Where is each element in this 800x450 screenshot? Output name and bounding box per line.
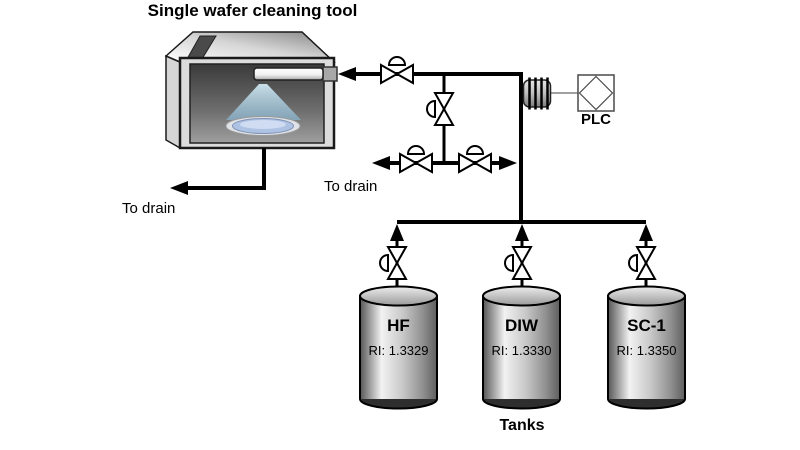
hf-tank-valve-icon — [379, 246, 407, 280]
tank-hf-name: HF — [387, 316, 410, 335]
flow-arrow-icon — [390, 224, 404, 241]
tool-left-face — [165, 54, 181, 150]
branch-valve-icon — [426, 92, 454, 126]
diagram-title: Single wafer cleaning tool — [147, 1, 358, 20]
spray-cone-icon — [226, 84, 301, 120]
tank-top — [482, 285, 561, 307]
tool-supply-valve-icon — [380, 56, 414, 84]
sc1-tank-valve-icon — [628, 246, 656, 280]
coupling-ribs — [528, 77, 549, 110]
flow-arrow-icon — [338, 67, 356, 81]
tank-body — [360, 296, 437, 399]
tanks-caption: Tanks — [499, 417, 545, 434]
plc-assembly — [522, 74, 615, 112]
plc-box-icon — [577, 74, 615, 112]
tank-sc1-ri: RI: 1.3350 — [616, 343, 677, 358]
tank-outline — [607, 296, 686, 399]
tank-body — [483, 296, 560, 399]
drain-left-valve-icon — [399, 145, 433, 173]
tank-hf-ri: RI: 1.3329 — [368, 343, 429, 358]
plc-diamond — [578, 75, 614, 111]
tank-diw-ri: RI: 1.3330 — [491, 343, 552, 358]
flow-arrow-icon — [515, 224, 529, 241]
tank-body — [608, 296, 685, 399]
line-drain-label: To drain — [324, 178, 378, 195]
drain-right-valve-icon — [458, 145, 492, 173]
tank-top — [359, 285, 438, 307]
nozzle-feedthrough — [322, 66, 338, 82]
tank-top — [607, 285, 686, 307]
diw-tank-valve-icon — [504, 246, 532, 280]
spray-nozzle — [253, 67, 324, 81]
tank-sc1-name: SC-1 — [627, 316, 666, 335]
tank-diw-name: DIW — [504, 316, 539, 335]
flow-arrow-icon — [372, 156, 390, 170]
tank-outline — [482, 296, 561, 399]
wafer-highlight — [240, 120, 286, 129]
tank-sc1 — [607, 285, 686, 410]
tool-drain-pipe — [170, 148, 266, 195]
cleaning-tool — [164, 31, 338, 150]
flow-arrow-icon — [499, 156, 517, 170]
tank-outline — [359, 296, 438, 399]
tank-diw — [482, 285, 561, 410]
plc-label: PLC — [581, 111, 611, 128]
tank-hf — [359, 285, 438, 410]
flow-arrow-icon — [170, 181, 188, 195]
flow-arrow-icon — [639, 224, 653, 241]
tool-drain-label: To drain — [122, 200, 176, 217]
